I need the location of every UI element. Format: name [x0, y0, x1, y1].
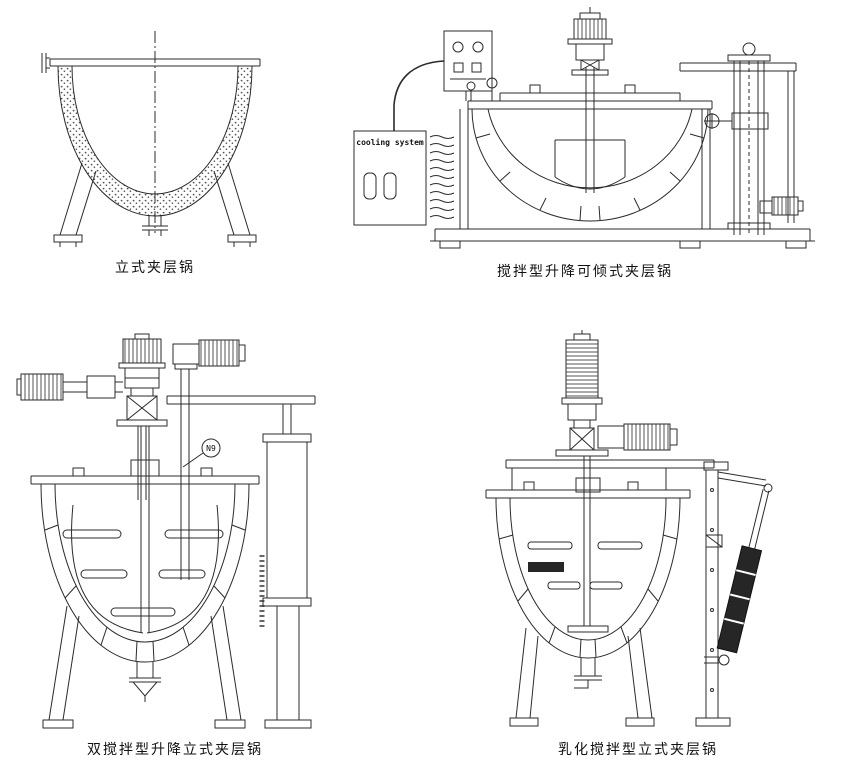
- emulsifying-kettle-drawing: [485, 330, 773, 727]
- caption-tilting-kettle: 搅拌型升降可倾式夹层锅: [497, 263, 673, 279]
- base-frame: [430, 228, 815, 249]
- hose: [393, 60, 445, 131]
- cooling-system-label: cooling system: [356, 137, 424, 147]
- kettle-shell: [40, 483, 250, 663]
- side-nozzle-flange: [41, 53, 50, 73]
- agitator: [554, 67, 626, 193]
- kettle-rim: [49, 58, 261, 67]
- agitator: [62, 426, 224, 634]
- vertical-kettle-drawing: [41, 31, 261, 247]
- leg-right: [625, 627, 655, 727]
- part-tag: N9: [182, 438, 221, 468]
- leg-left: [53, 162, 97, 247]
- kettle-lid: [499, 84, 681, 101]
- leg-right: [213, 162, 257, 247]
- cooling-system-box: cooling system: [353, 130, 427, 226]
- tilting-kettle-drawing: cooling system: [353, 7, 815, 249]
- agitator-motor: [567, 7, 613, 76]
- control-panel: [443, 30, 493, 101]
- leg-left: [509, 627, 539, 727]
- panel-vertical-kettle: 立式夹层锅: [30, 25, 280, 277]
- bottom-drain: [574, 658, 602, 689]
- bottom-drain: [142, 215, 168, 236]
- support-column: [695, 461, 731, 727]
- kettle-shell: [495, 497, 681, 659]
- caption-emulsifying-kettle: 乳化搅拌型立式夹层锅: [558, 741, 718, 757]
- side-motor: [597, 423, 678, 451]
- cradle-frame: [459, 109, 711, 229]
- lift-motor: [759, 196, 804, 216]
- leg-right: [210, 605, 246, 729]
- tall-motor: [555, 330, 609, 457]
- leg-left: [42, 605, 80, 729]
- kettle-jacket: [57, 65, 253, 217]
- bottom-drain: [129, 662, 161, 702]
- right-motor: [172, 339, 246, 470]
- kettle-rim: [467, 100, 713, 110]
- panel-double-agitator-kettle: N9: [15, 330, 335, 759]
- panel-tilting-kettle: cooling system: [340, 5, 830, 281]
- hydraulic-cylinder: [704, 471, 773, 666]
- left-motor: [16, 373, 123, 401]
- mounting-beam: [505, 459, 715, 490]
- kettle-rim: [485, 477, 691, 499]
- kettle-rim: [30, 459, 260, 485]
- part-tag-label: N9: [206, 444, 216, 453]
- nameplate: [528, 562, 564, 572]
- agitator: [527, 456, 643, 633]
- tilt-trunnion: [704, 113, 732, 129]
- double-agitator-kettle-drawing: N9: [16, 333, 316, 729]
- main-gear-stack: [116, 333, 168, 500]
- caption-vertical-kettle: 立式夹层锅: [115, 259, 195, 275]
- panel-emulsifying-kettle: 乳化搅拌型立式夹层锅: [478, 330, 798, 759]
- lifting-cylinder: [166, 395, 316, 729]
- kettle-shell: [471, 108, 709, 222]
- cooling-coil: [429, 135, 455, 219]
- caption-double-agitator-kettle: 双搅拌型升降立式夹层锅: [87, 741, 263, 757]
